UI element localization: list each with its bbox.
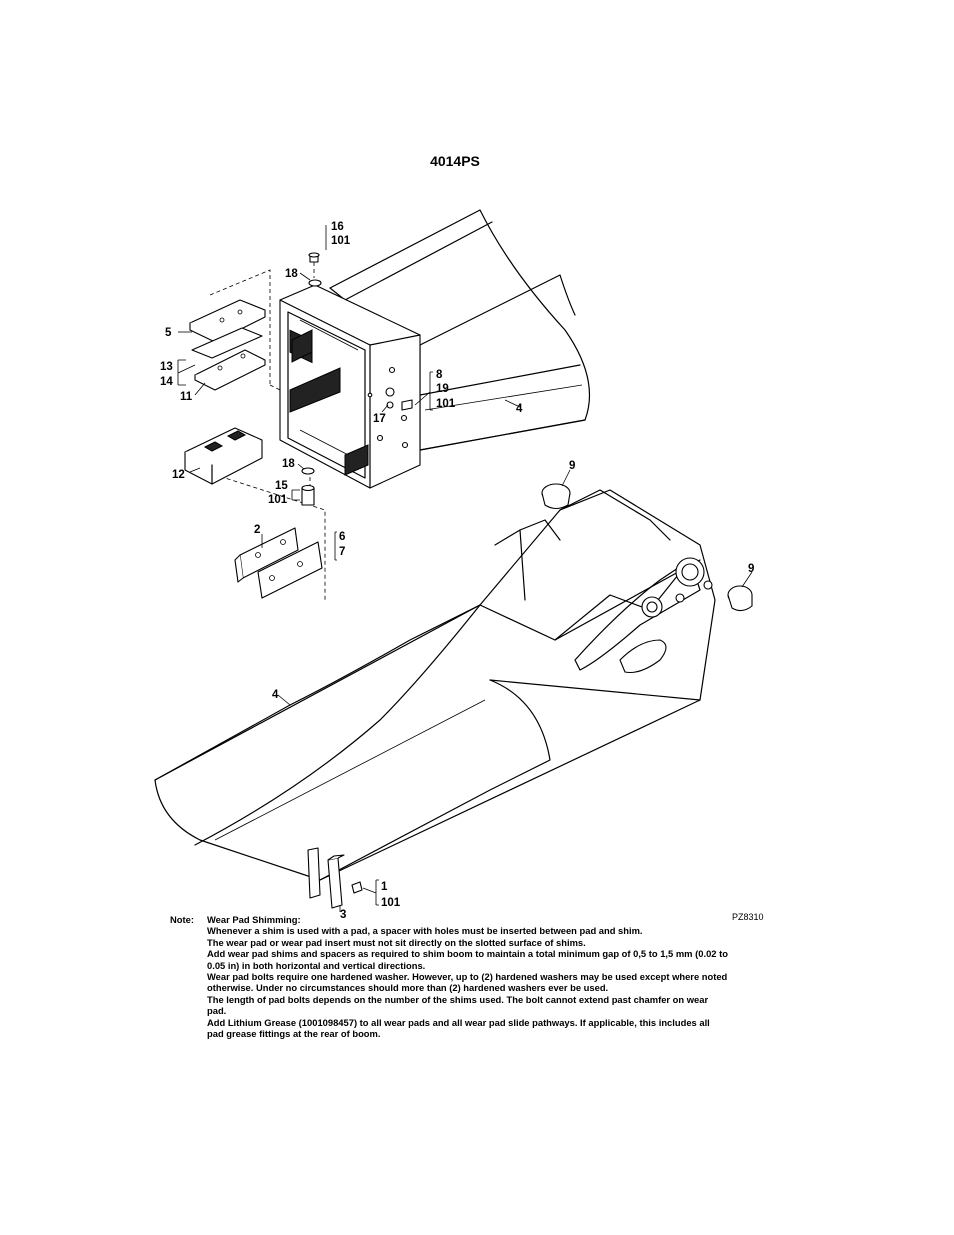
callout-9: 9 — [569, 460, 575, 472]
fasteners — [301, 252, 413, 506]
callout-5: 5 — [165, 327, 172, 339]
note-line: Add Lithium Grease (1001098457) to all w… — [207, 1016, 710, 1028]
callout-15: 15 — [275, 480, 288, 492]
wear-pad-block — [184, 427, 263, 485]
callout-3: 3 — [340, 909, 346, 921]
callout-101: 101 — [436, 398, 456, 410]
callout-19: 19 — [436, 383, 449, 395]
diagram-title: 4014PS — [430, 153, 480, 169]
callout-12: 12 — [172, 469, 185, 481]
note-label: Note: — [170, 914, 194, 925]
note-line: Whenever a shim is used with a pad, a sp… — [207, 925, 643, 937]
callout-18: 18 — [285, 268, 298, 280]
note-line: The length of pad bolts depends on the n… — [207, 993, 709, 1005]
boom-base-section — [154, 489, 716, 881]
callout-labels: 16 101 18 5 13 14 11 8 19 101 4 17 12 18… — [160, 221, 754, 921]
callout-8: 8 — [436, 369, 443, 381]
note-heading: Wear Pad Shimming: — [207, 914, 301, 925]
callout-6: 6 — [339, 531, 345, 543]
callout-4: 4 — [272, 689, 279, 701]
note-line: 0.05 in) in both horizontal and vertical… — [207, 959, 426, 971]
callout-4: 4 — [516, 403, 523, 415]
note-line: pad grease fittings at the rear of boom. — [207, 1028, 381, 1040]
note-line: pad. — [207, 1005, 227, 1017]
leader-lines — [177, 225, 753, 912]
figure-reference: PZ8310 — [732, 912, 764, 922]
wear-pad-frame — [279, 284, 421, 489]
note-line: The wear pad or wear pad insert must not… — [207, 936, 586, 948]
callout-2: 2 — [254, 524, 260, 536]
side-wear-pads — [234, 527, 323, 599]
note-line: otherwise. Under no circumstances should… — [207, 982, 609, 994]
note-line: Wear pad bolts require one hardened wash… — [207, 971, 728, 983]
note-body: Wear Pad Shimming: Whenever a shim is us… — [207, 914, 767, 1039]
note-line: Add wear pad shims and spacers as requir… — [207, 948, 728, 960]
callout-17: 17 — [373, 413, 386, 425]
callout-101: 101 — [331, 235, 351, 247]
callout-11: 11 — [180, 391, 193, 403]
callout-14: 14 — [160, 376, 173, 388]
callout-18: 18 — [282, 458, 295, 470]
callout-101: 101 — [268, 494, 288, 506]
callout-16: 16 — [331, 221, 344, 233]
callout-1: 1 — [381, 881, 388, 893]
callout-101: 101 — [381, 897, 401, 909]
rear-wear-pads — [307, 847, 363, 909]
callout-7: 7 — [339, 546, 345, 558]
pivot-bushings — [541, 483, 753, 612]
callout-13: 13 — [160, 361, 173, 373]
callout-9: 9 — [748, 563, 754, 575]
wear-pad-shims — [189, 299, 266, 391]
